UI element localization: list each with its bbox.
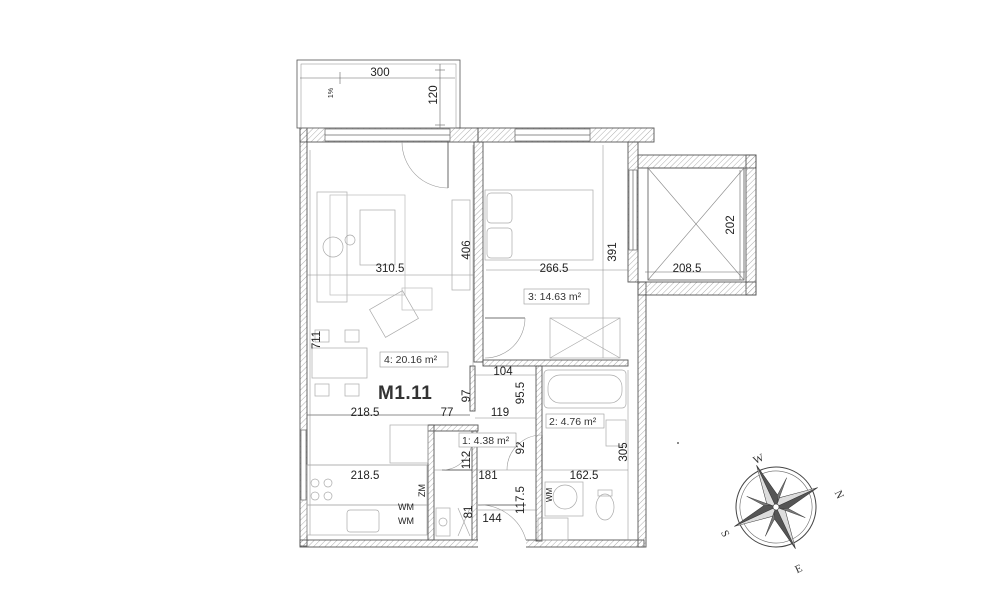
appliance-wm-1: WM	[398, 502, 414, 512]
terrace-wall-right	[745, 154, 757, 296]
dim-kitchen-bottom: 218.5	[351, 470, 380, 482]
toilet	[595, 493, 615, 521]
room-label-2: 2: 4.76 m²	[549, 416, 597, 428]
room-label-box-3	[523, 288, 590, 305]
dim-living-width: 310.5	[376, 263, 405, 275]
entry-gap	[478, 539, 526, 548]
compass-rose	[734, 465, 818, 549]
wall-hall-west	[469, 365, 476, 412]
wall-east-lower	[637, 281, 647, 548]
compass-w: W	[751, 451, 766, 467]
dim-entry-bottom: 144	[482, 513, 502, 525]
window-kitchen	[300, 429, 307, 501]
room-label-4: 4: 20.16 m²	[384, 354, 438, 366]
door-swing-bath	[506, 434, 543, 471]
room-label-box-4	[379, 351, 449, 368]
armchair	[369, 290, 419, 338]
dim-entry-height: 117.5	[515, 486, 527, 514]
wall-south	[299, 539, 645, 548]
appliance-zm: ZM	[417, 484, 427, 497]
dim-hall-vertical: 95.5	[515, 382, 527, 404]
washing-machine-bath	[552, 484, 578, 510]
dim-slope: 1%	[328, 88, 335, 98]
dim-terrace-width: 208.5	[673, 263, 702, 275]
room-label-box-1	[458, 432, 517, 448]
terrace-wall-bottom	[637, 281, 757, 296]
unit-label: M1.11	[378, 383, 432, 404]
dim-bedroom-height: 391	[607, 242, 619, 261]
kitchen-sink	[346, 509, 380, 533]
sofa	[316, 191, 348, 303]
room-label-3: 3: 14.63 m²	[528, 291, 582, 303]
wall-bedroom-south	[482, 359, 629, 367]
compass-n: N	[832, 489, 846, 501]
dim-entry-small: 81	[463, 506, 475, 519]
dim-bath-width: 162.5	[570, 470, 599, 482]
dim-niche-height: 97	[461, 390, 473, 403]
dim-hall-top: 104	[493, 366, 513, 378]
bathtub	[543, 369, 627, 409]
windows	[300, 128, 638, 548]
bed	[484, 189, 594, 261]
dimension-labels: 300 120 1% 310.5 406 711 266.5 391 208.5…	[311, 67, 737, 525]
dim-balcony-width: 300	[370, 67, 389, 79]
dot-marker	[677, 442, 679, 444]
door-swing-bedroom	[484, 317, 526, 359]
dim-bedroom-width: 266.5	[540, 263, 569, 275]
furniture	[306, 189, 627, 541]
dim-living-total: 711	[311, 331, 323, 349]
wall-bath-west	[535, 365, 543, 542]
compass-s: S	[718, 528, 731, 539]
hob	[310, 478, 320, 488]
dim-bath-height: 305	[618, 442, 630, 461]
door-swing-entry	[477, 504, 527, 541]
room-label-1: 1: 4.38 m²	[462, 435, 510, 447]
balcony	[296, 59, 461, 129]
washbasin	[605, 419, 627, 447]
room-labels: 1: 4.38 m² 2: 4.76 m² 3: 14.63 m² 4: 20.…	[378, 288, 605, 448]
appliance-wm-bath: WM	[545, 487, 554, 502]
wall-storage-top	[427, 424, 479, 432]
room-label-box-2	[545, 413, 605, 429]
wall-storage-west	[427, 424, 435, 541]
wall-storage-east	[471, 430, 478, 541]
wall-bedroom-west	[473, 141, 484, 363]
coffee-table	[359, 209, 396, 266]
dim-niche-width: 77	[441, 407, 454, 419]
walls	[299, 127, 757, 548]
door-swing-balcony	[401, 141, 449, 189]
dim-terrace-depth: 202	[725, 215, 737, 234]
dim-balcony-depth: 120	[428, 85, 440, 104]
wardrobe	[549, 317, 621, 359]
tv-unit	[451, 199, 471, 291]
appliance-wm-2: WM	[398, 516, 414, 526]
dim-hall-width: 119	[491, 407, 509, 419]
plant	[322, 236, 344, 258]
dining-table	[311, 347, 368, 379]
dim-kitchen-top: 218.5	[351, 407, 380, 419]
dim-entry-width: 181	[478, 470, 497, 482]
compass-e: E	[793, 562, 804, 576]
terrace-wall-top	[637, 154, 757, 169]
terrace	[645, 167, 745, 281]
dim-storage-vertical: 92	[515, 442, 527, 455]
dim-storage-height: 112	[461, 451, 473, 469]
dim-living-height: 406	[461, 240, 473, 259]
appliance-labels: WM WM ZM WM	[398, 484, 554, 526]
